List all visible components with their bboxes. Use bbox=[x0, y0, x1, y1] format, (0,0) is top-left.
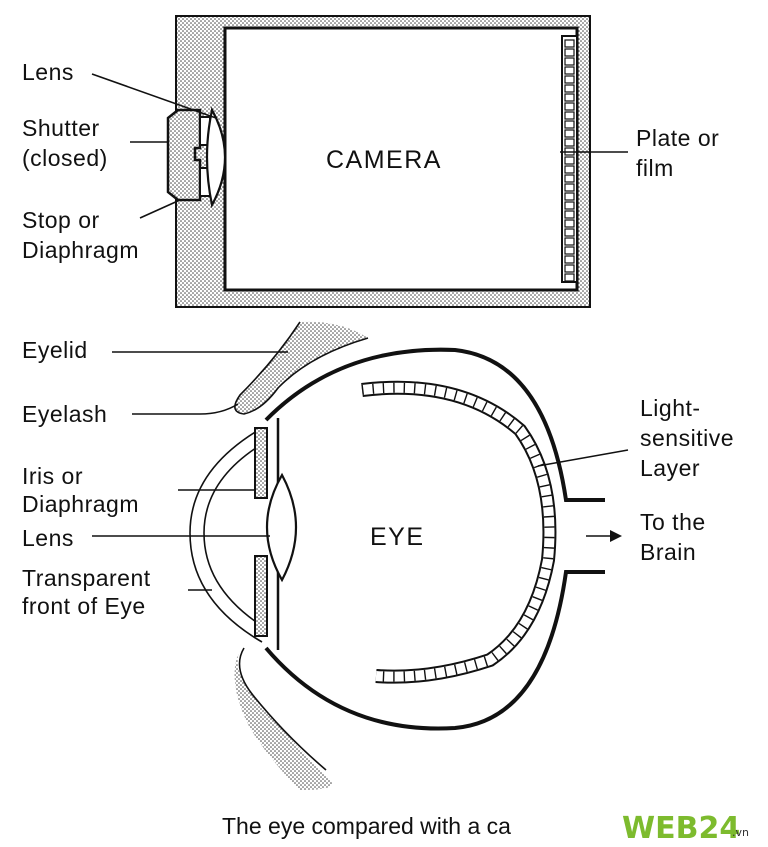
film-cell bbox=[564, 174, 575, 183]
film-cell bbox=[564, 120, 575, 129]
label-plate: Plate or bbox=[636, 125, 719, 151]
eye-title: EYE bbox=[370, 523, 425, 551]
camera-title: CAMERA bbox=[326, 146, 442, 174]
camera-body bbox=[175, 15, 591, 308]
film-cell bbox=[564, 129, 575, 138]
film-cell bbox=[564, 39, 575, 48]
label-transparent: Transparent bbox=[22, 565, 151, 591]
camera-film-plate bbox=[561, 35, 578, 283]
cornea-inner bbox=[203, 443, 263, 627]
camera-lens-assembly bbox=[166, 106, 226, 209]
film-cell bbox=[564, 165, 575, 174]
label-shutter-closed: (closed) bbox=[22, 145, 108, 171]
lens-leader-line bbox=[91, 73, 217, 119]
label-eyelash: Eyelash bbox=[22, 401, 107, 427]
film-cell bbox=[564, 102, 575, 111]
film-cell bbox=[564, 84, 575, 93]
label-camera-lens: Lens bbox=[22, 59, 74, 85]
lower-eyelid bbox=[234, 647, 332, 790]
retina-layer bbox=[361, 380, 557, 684]
label-eye-lens: Lens bbox=[22, 525, 74, 551]
arrow-right-icon bbox=[610, 530, 622, 542]
eye-lens bbox=[266, 472, 297, 583]
film-cell bbox=[564, 111, 575, 120]
film-cell bbox=[564, 210, 575, 219]
film-cell bbox=[564, 66, 575, 75]
upper-eyelid bbox=[234, 321, 369, 415]
film-cell bbox=[564, 264, 575, 273]
film-cell bbox=[564, 138, 575, 147]
watermark-brand: WEB24 bbox=[622, 811, 740, 846]
film-cell bbox=[564, 57, 575, 66]
film-cell bbox=[564, 192, 575, 201]
label-iris-diaphragm: Diaphragm bbox=[22, 491, 139, 517]
label-eyelid: Eyelid bbox=[22, 337, 88, 363]
label-layer: Layer bbox=[640, 455, 700, 481]
film-cell bbox=[564, 48, 575, 57]
film-cell bbox=[564, 273, 575, 282]
iris-lower bbox=[254, 555, 268, 637]
film-cell bbox=[564, 246, 575, 255]
label-plate-film: film bbox=[636, 155, 674, 181]
label-sensitive: sensitive bbox=[640, 425, 734, 451]
eyeball-outer-wall bbox=[264, 347, 605, 502]
stop-leader-line bbox=[139, 199, 181, 219]
label-shutter: Shutter bbox=[22, 115, 100, 141]
film-cell bbox=[564, 219, 575, 228]
film-cell bbox=[564, 93, 575, 102]
film-cell bbox=[564, 156, 575, 165]
film-cell bbox=[564, 255, 575, 264]
eyelash-leader-line bbox=[132, 403, 239, 415]
film-cell bbox=[564, 183, 575, 192]
film-cell bbox=[564, 228, 575, 237]
film-cell bbox=[564, 201, 575, 210]
label-brain: Brain bbox=[640, 539, 696, 565]
watermark-logo: WEB24 .vn bbox=[620, 808, 760, 846]
label-front-of-eye: front of Eye bbox=[22, 593, 146, 619]
label-light: Light- bbox=[640, 395, 701, 421]
figure-caption: The eye compared with a ca bbox=[222, 813, 511, 839]
iris-upper bbox=[254, 427, 268, 499]
watermark-suffix: .vn bbox=[732, 826, 749, 839]
label-iris: Iris or bbox=[22, 463, 83, 489]
label-stop-diaphragm: Diaphragm bbox=[22, 237, 139, 263]
film-cell bbox=[564, 237, 575, 246]
light-leader-line bbox=[537, 449, 629, 467]
eyeball-outer-wall-lower bbox=[264, 570, 605, 731]
cornea-outer bbox=[189, 427, 263, 643]
label-to-the: To the bbox=[640, 509, 706, 535]
film-cell bbox=[564, 75, 575, 84]
label-stop: Stop or bbox=[22, 207, 100, 233]
